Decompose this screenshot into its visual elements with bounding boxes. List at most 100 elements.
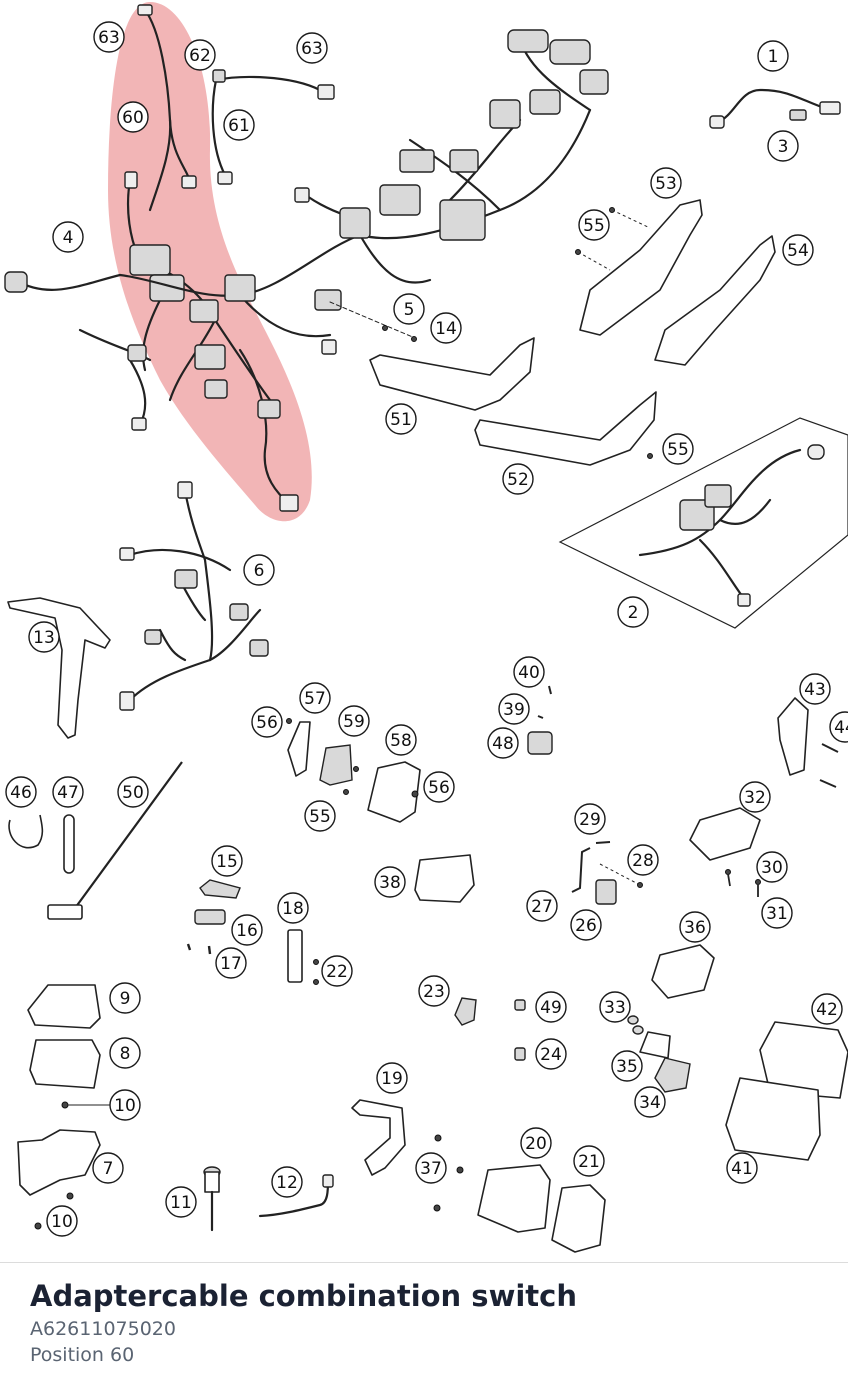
part-27-bracket[interactable] [571,847,591,893]
callout-37[interactable]: 37 [415,1152,447,1184]
callout-19[interactable]: 19 [376,1062,408,1094]
part-57-switch[interactable] [287,721,311,777]
part-12-cable[interactable] [258,1174,334,1218]
callout-10[interactable]: 10 [46,1205,78,1237]
callout-21[interactable]: 21 [573,1145,605,1177]
callout-29[interactable]: 29 [574,803,606,835]
part-54-cover[interactable] [654,235,776,366]
callout-4[interactable]: 4 [52,221,84,253]
part-49-clip[interactable] [514,999,526,1011]
part-18-cover[interactable] [287,929,303,983]
part-32-control-unit[interactable] [689,807,761,861]
part-1-cable[interactable] [709,88,841,129]
part-19-bracket[interactable] [351,1099,406,1176]
part-60-harness[interactable] [124,4,299,512]
callout-12[interactable]: 12 [271,1166,303,1198]
part-37-nut[interactable] [434,1134,442,1142]
part-36-control-unit[interactable] [651,944,715,999]
part-58-cover[interactable] [367,761,421,823]
callout-15[interactable]: 15 [211,845,243,877]
part-43-bracket[interactable] [777,697,809,776]
callout-47[interactable]: 47 [52,776,84,808]
callout-30[interactable]: 30 [756,851,788,883]
part-38-module[interactable] [414,854,475,903]
part-4-main-harness[interactable] [4,29,609,431]
callout-63[interactable]: 63 [296,32,328,64]
callout-16[interactable]: 16 [231,914,263,946]
part-9-module[interactable] [27,984,101,1029]
part-11-socket[interactable] [203,1166,221,1232]
part-28-nut[interactable] [637,882,643,888]
callout-13[interactable]: 13 [28,621,60,653]
callout-33[interactable]: 33 [599,991,631,1023]
callout-26[interactable]: 26 [570,909,602,941]
part-48-holder[interactable] [527,731,553,755]
callout-38[interactable]: 38 [374,866,406,898]
callout-61[interactable]: 61 [223,109,255,141]
callout-14[interactable]: 14 [430,312,462,344]
part-15-switch[interactable] [199,879,241,899]
callout-31[interactable]: 31 [761,897,793,929]
callout-55[interactable]: 55 [578,209,610,241]
part-50-cable-tie[interactable] [47,761,183,920]
callout-57[interactable]: 57 [299,682,331,714]
callout-55[interactable]: 55 [662,433,694,465]
callout-20[interactable]: 20 [520,1127,552,1159]
part-46-cable-tie[interactable] [8,814,44,849]
callout-1[interactable]: 1 [757,40,789,72]
part-59-switch[interactable] [319,744,353,786]
callout-54[interactable]: 54 [782,234,814,266]
callout-48[interactable]: 48 [487,727,519,759]
part-6-harness[interactable] [119,481,269,711]
part-23-holder[interactable] [454,997,477,1026]
part-2-kit[interactable] [558,417,848,629]
part-10-nut[interactable] [61,1101,69,1109]
part-39-washer[interactable] [537,715,544,719]
callout-50[interactable]: 50 [117,776,149,808]
callout-11[interactable]: 11 [165,1186,197,1218]
callout-36[interactable]: 36 [679,911,711,943]
callout-7[interactable]: 7 [92,1152,124,1184]
part-21-holder[interactable] [551,1184,606,1253]
part-29-screw[interactable] [595,841,611,844]
callout-34[interactable]: 34 [634,1086,666,1118]
callout-51[interactable]: 51 [385,403,417,435]
callout-58[interactable]: 58 [385,724,417,756]
part-8-module[interactable] [29,1039,101,1089]
part-7-bracket[interactable] [17,1129,101,1196]
highlight-position-60[interactable] [108,2,312,522]
part-24-clip[interactable] [514,1047,526,1061]
callout-49[interactable]: 49 [535,991,567,1023]
callout-28[interactable]: 28 [627,844,659,876]
part-20-module[interactable] [477,1164,551,1233]
callout-55[interactable]: 55 [304,800,336,832]
callout-27[interactable]: 27 [526,890,558,922]
callout-52[interactable]: 52 [502,463,534,495]
callout-53[interactable]: 53 [650,167,682,199]
callout-59[interactable]: 59 [338,705,370,737]
part-51-cover[interactable] [369,337,535,411]
callout-32[interactable]: 32 [739,781,771,813]
callout-3[interactable]: 3 [767,130,799,162]
callout-2[interactable]: 2 [617,596,649,628]
callout-23[interactable]: 23 [418,975,450,1007]
part-16-switch[interactable] [194,909,226,925]
callout-24[interactable]: 24 [535,1038,567,1070]
callout-43[interactable]: 43 [799,673,831,705]
callout-22[interactable]: 22 [321,955,353,987]
part-26-relay[interactable] [595,879,617,905]
callout-42[interactable]: 42 [811,993,843,1025]
part-40-screw[interactable] [548,685,552,695]
callout-56[interactable]: 56 [251,706,283,738]
part-13-bracket[interactable] [7,597,111,739]
part-33-grommet[interactable] [627,1015,639,1025]
callout-44[interactable]: 44 [829,711,848,743]
callout-39[interactable]: 39 [498,693,530,725]
part-3-connector[interactable] [789,109,807,121]
part-34-connector[interactable] [654,1057,691,1093]
callout-6[interactable]: 6 [243,554,275,586]
part-22-screw[interactable] [313,959,319,965]
callout-9[interactable]: 9 [109,982,141,1014]
callout-62[interactable]: 62 [184,39,216,71]
part-53-cover[interactable] [579,199,703,336]
